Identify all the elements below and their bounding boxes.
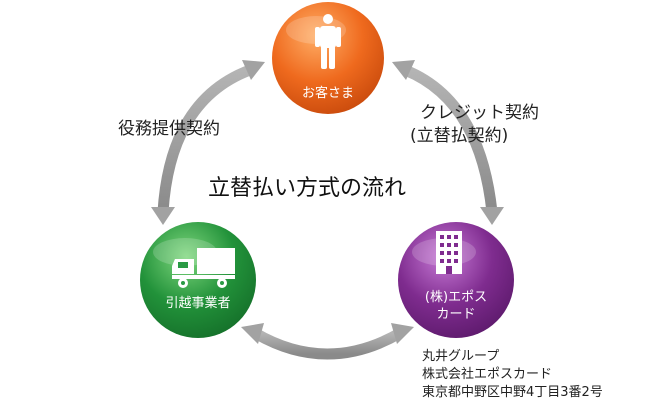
diagram-title: 立替払い方式の流れ [208,176,407,201]
arrow-customer-to-card [392,60,504,225]
node-customer [272,2,384,114]
customer-label: お客さま [301,86,354,101]
edge-label-credit-contract-note: (立替払契約) [410,126,509,146]
truck-icon [172,248,235,288]
company-group: 丸井グループ [422,349,500,364]
node-card [398,222,514,338]
arrow-mover-to-card [241,323,414,360]
edge-label-credit-contract: クレジット契約 [420,103,539,123]
building-icon [436,231,462,274]
arrow-customer-to-mover [151,60,265,225]
card-label-line1: (株)エポス [424,290,488,305]
person-icon [315,14,341,69]
company-name: 株式会社エポスカード [422,367,553,382]
node-mover [140,222,256,338]
company-address: 東京都中野区中野4丁目3番2号 [422,385,603,400]
mover-label: 引越事業者 [165,296,231,311]
card-label-line2: カード [436,307,476,322]
edge-label-service-contract: 役務提供契約 [118,119,220,139]
